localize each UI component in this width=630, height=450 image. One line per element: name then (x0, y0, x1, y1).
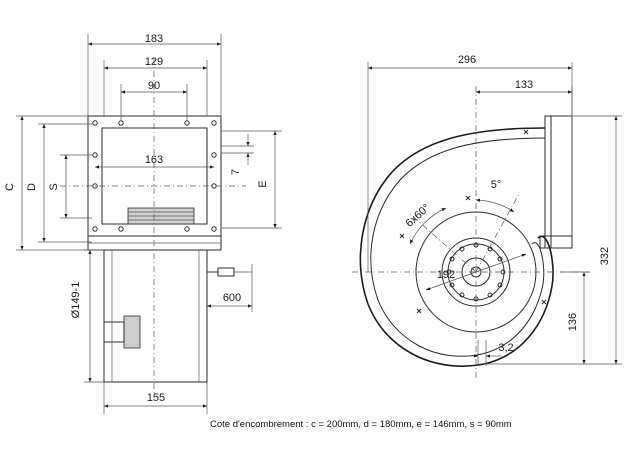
front-motor-body (103, 249, 208, 383)
dimension-caption: Cote d'encombrement : c = 200mm, d = 180… (210, 419, 512, 430)
side-mounting-screws (399, 129, 547, 314)
scroll-housing-inner (370, 137, 546, 357)
dim-3-2: 3,2 (498, 342, 513, 354)
dim-width-90: 90 (148, 80, 160, 92)
dim-width-296: 296 (458, 54, 476, 66)
dim-height-332: 332 (599, 247, 611, 265)
dim-width-163: 163 (145, 154, 163, 166)
front-mounting-holes (92, 120, 217, 232)
dim-angle-5: 5° (491, 179, 502, 191)
front-view: 183 129 90 163 C D S E (4, 33, 282, 414)
scroll-housing-outer (359, 127, 554, 367)
dim-7: 7 (230, 169, 242, 175)
dim-width-155: 155 (147, 392, 165, 404)
dim-holes-6x60: 6x60° (403, 202, 432, 230)
dim-cable-600: 600 (223, 292, 241, 304)
dim-width-183: 183 (145, 33, 163, 45)
dim-label-s: S (48, 183, 60, 190)
dim-width-129: 129 (145, 56, 163, 68)
dim-width-133: 133 (515, 79, 533, 91)
dim-label-c: C (4, 183, 16, 191)
side-view: 296 133 6x60° 5° 192 332 136 3,2 (352, 54, 622, 380)
front-terminal-box (123, 315, 141, 349)
side-outlet-flange (544, 115, 552, 249)
dim-height-136: 136 (567, 313, 579, 331)
dim-label-d: D (26, 183, 38, 191)
dim-diameter-149: Ø149-1 (70, 282, 82, 319)
dim-diameter-192: 192 (437, 269, 455, 281)
dim-label-e: E (257, 180, 269, 187)
